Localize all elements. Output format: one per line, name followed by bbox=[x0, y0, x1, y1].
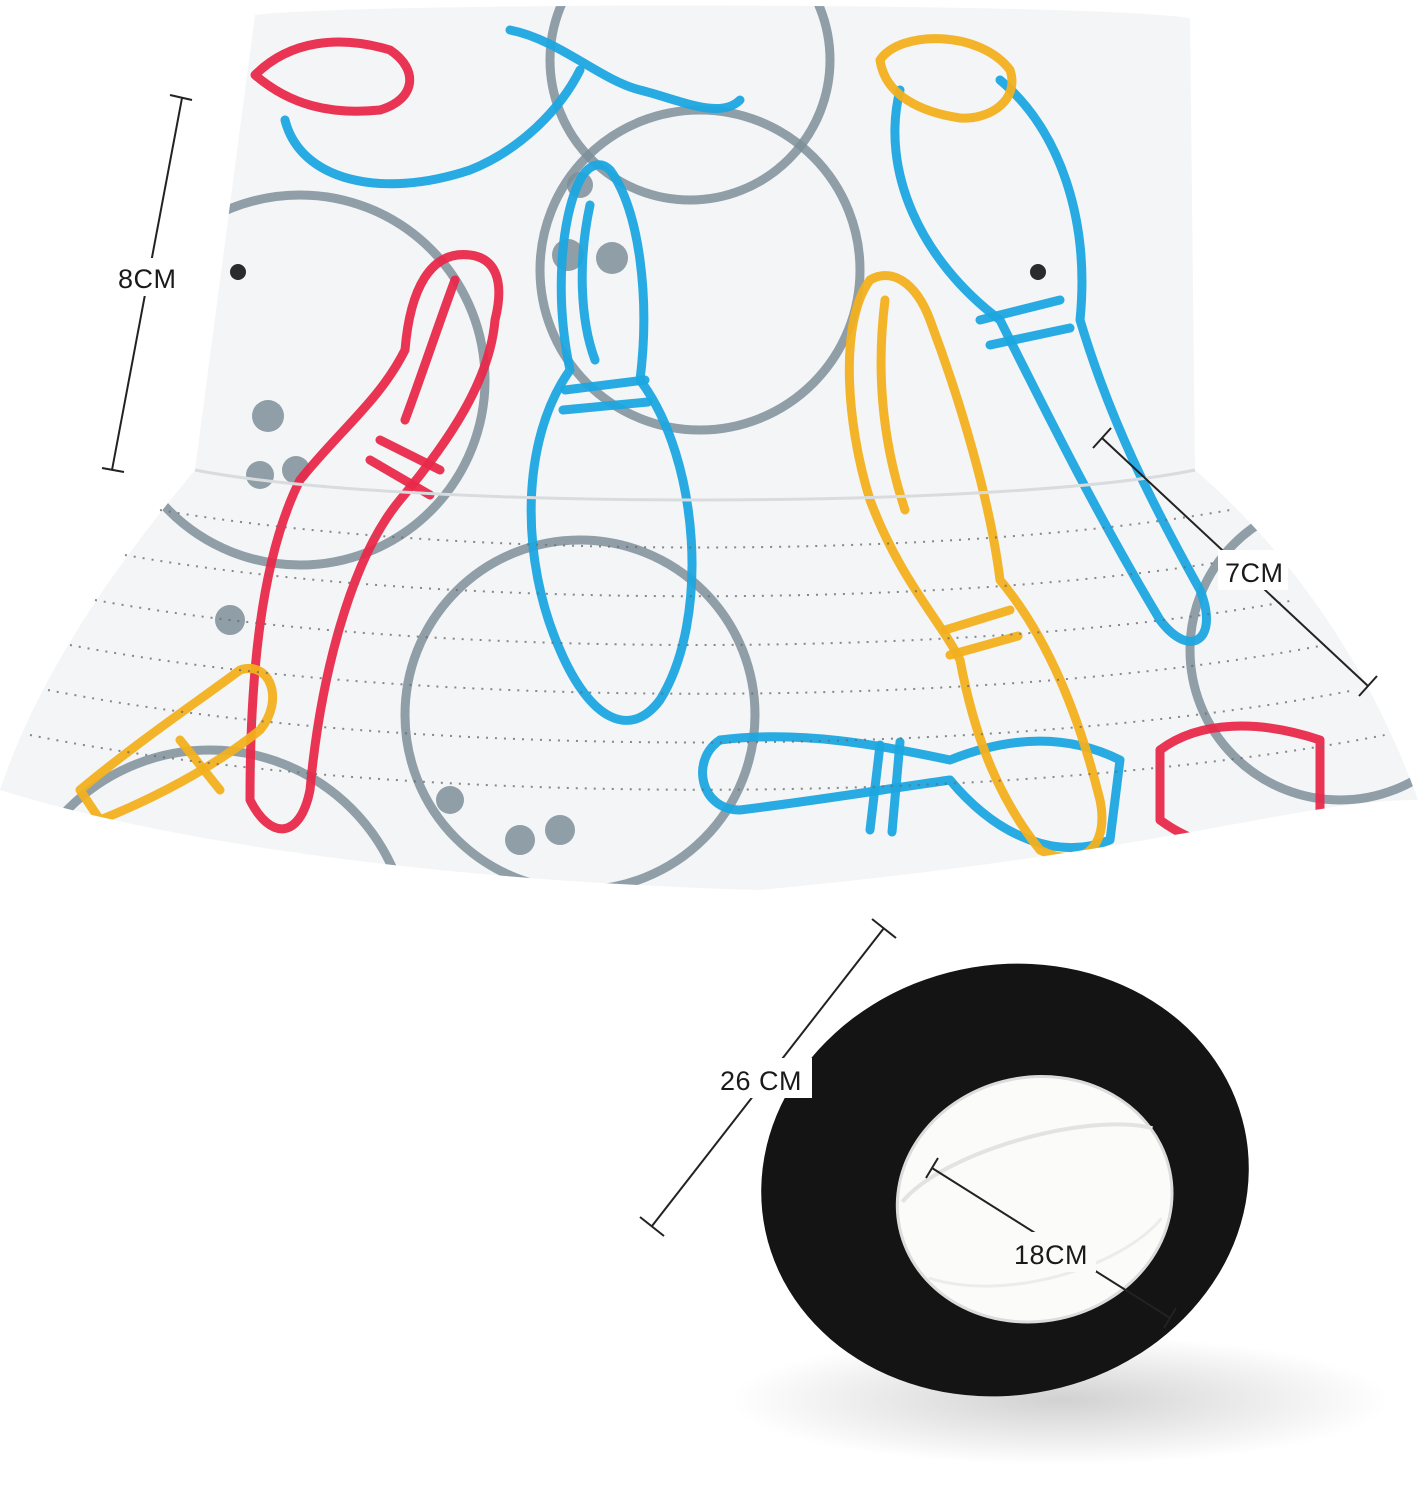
bucket-hat-inside-view bbox=[761, 963, 1249, 1397]
circumference-label: 26 CM bbox=[720, 1066, 802, 1096]
eyelet-icon bbox=[230, 264, 246, 280]
brim-seam bbox=[194, 468, 1196, 502]
bucket-hat-side-view bbox=[0, 5, 1418, 891]
brim-stitching bbox=[29, 509, 1386, 791]
eyelet-icon bbox=[1030, 264, 1046, 280]
bowling-pin-icon bbox=[280, 25, 1211, 852]
height-label: 8CM bbox=[118, 264, 177, 294]
hat-body bbox=[0, 5, 1418, 891]
brim-label: 7CM bbox=[1225, 558, 1284, 588]
inner-label: 18CM bbox=[1014, 1240, 1088, 1270]
